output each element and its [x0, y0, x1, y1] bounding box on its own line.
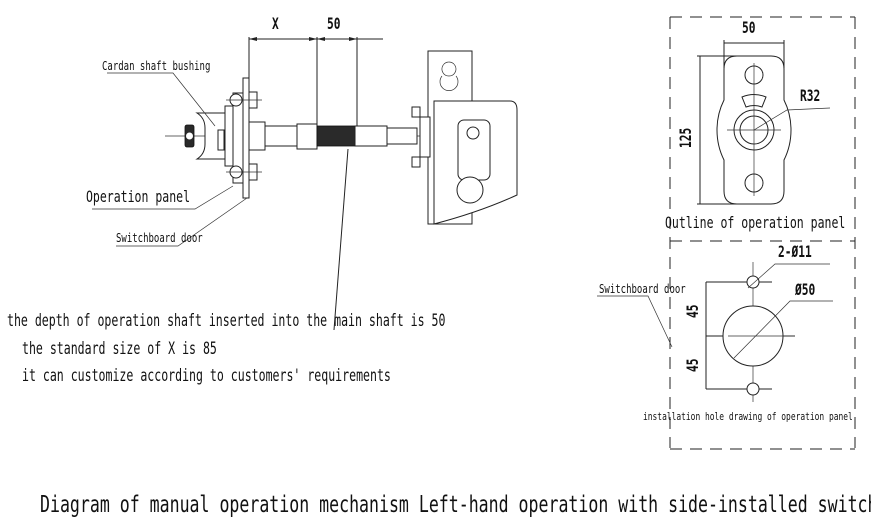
- diagram-title: Diagram of manual operation mechanism Le…: [40, 492, 871, 518]
- mount-hole-top: [746, 275, 760, 289]
- dimension-x-label: X: [272, 14, 279, 33]
- leader-switchboard-door: [116, 197, 248, 247]
- dimension-depth-label: 50: [327, 14, 341, 33]
- panel-outline-view: [669, 16, 856, 450]
- splined-section: [316, 125, 356, 147]
- install-hole-caption: installation hole drawing of operation p…: [643, 410, 853, 423]
- arrow-x-left: [249, 37, 257, 41]
- install-door-label: Switchboard door: [599, 282, 686, 296]
- arrow-x-right: [309, 37, 317, 41]
- panel-outline-caption: Outline of operation panel: [665, 213, 846, 232]
- r32-leader: [753, 107, 831, 131]
- main-shaft: [354, 125, 388, 147]
- bushing-slot: [217, 129, 225, 151]
- lower-spacing-label: 45: [683, 358, 702, 372]
- leader-operation-panel: [92, 185, 234, 210]
- depth-leader: [333, 148, 349, 331]
- operation-shaft: [264, 125, 298, 147]
- mount-hole-bottom: [746, 382, 760, 396]
- side-view: [92, 37, 518, 331]
- install-hole-view: [597, 262, 833, 402]
- cardan-shaft-bushing-label: Cardan shaft bushing: [102, 59, 211, 73]
- holes-label: 2-Ø11: [778, 242, 812, 261]
- knob-hole: [186, 132, 193, 140]
- main-shaft-end: [386, 127, 418, 145]
- arrow-depth-left: [317, 37, 325, 41]
- center-hole-label: Ø50: [795, 280, 816, 299]
- keyhole-slot: [439, 61, 459, 91]
- upper-spacing-label: 45: [683, 304, 702, 318]
- bushing-flange: [224, 105, 234, 167]
- switchboard-door-label: Switchboard door: [116, 231, 203, 245]
- panel-radius-label: R32: [800, 86, 821, 105]
- note-depth: the depth of operation shaft inserted in…: [7, 311, 446, 331]
- switch-handle: [456, 176, 484, 204]
- bracket-nut-bottom: [411, 156, 421, 168]
- shaft-hub: [248, 121, 266, 151]
- panel-height-label: 125: [676, 127, 695, 148]
- panel-width-label: 50: [742, 18, 756, 37]
- operation-panel-label: Operation panel: [86, 187, 191, 206]
- holes-leader: [747, 263, 830, 289]
- note-customize: it can customize according to customers'…: [22, 366, 391, 386]
- bracket-nut-top: [411, 106, 421, 118]
- housing-adapter: [419, 116, 431, 158]
- center-hole-leader: [733, 300, 833, 359]
- arrow-depth-right: [349, 37, 357, 41]
- note-standard-x: the standard size of X is 85: [22, 339, 217, 359]
- shaft-coupling: [296, 123, 318, 150]
- door-leader: [597, 295, 673, 348]
- leader-bushing: [107, 72, 216, 127]
- hex-nut: [466, 126, 480, 140]
- switchboard-door-plate: [242, 77, 250, 199]
